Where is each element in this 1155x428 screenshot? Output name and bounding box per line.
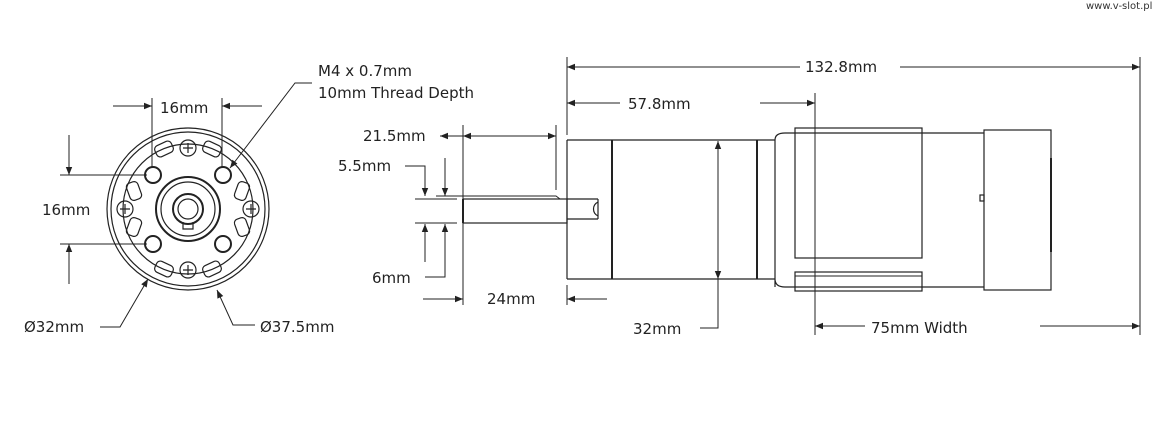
hole-spacing-horizontal-label: 16mm <box>160 99 208 117</box>
pilot-diameter-label: Ø32mm <box>24 318 84 336</box>
vent-slots <box>125 140 251 278</box>
screw-icon <box>242 200 260 218</box>
mounting-hole <box>214 166 232 184</box>
motor-body <box>774 132 984 288</box>
hole-spacing-vertical-label: 16mm <box>42 201 90 219</box>
outer-diameter-label: Ø37.5mm <box>260 318 334 336</box>
pilot-circle <box>110 131 266 287</box>
screws <box>116 139 260 279</box>
front-view: 16mm 16mm M4 x 0.7mm 10mm Thread Depth Ø… <box>24 62 474 336</box>
gearbox-diameter-label: 32mm <box>633 320 681 338</box>
thread-spec-line2: 10mm Thread Depth <box>318 84 474 102</box>
screw-icon <box>116 200 134 218</box>
shaft-inner <box>177 198 199 220</box>
shaft-flat-length-label: 21.5mm <box>363 127 426 145</box>
shaft-diameter-label: 6mm <box>372 269 411 287</box>
gearbox-body <box>566 139 775 280</box>
shaft-flat-depth-label: 5.5mm <box>338 157 391 175</box>
output-shaft <box>462 198 568 224</box>
motor-end-cap <box>983 129 1052 291</box>
shaft-flat <box>436 195 561 200</box>
motor-width-label: 75mm Width <box>871 319 968 337</box>
motor-strip <box>794 271 923 292</box>
mounting-hole <box>144 235 162 253</box>
shaft-outer <box>172 193 204 225</box>
watermark: www.v-slot.pl <box>1086 1 1152 12</box>
thread-spec-line1: M4 x 0.7mm <box>318 62 412 80</box>
hub-outer <box>155 176 221 242</box>
screw-icon <box>179 139 197 157</box>
side-view: 132.8mm 57.8mm 21.5mm 5.5mm 6mm 24mm 32m… <box>338 57 1141 338</box>
outer-circle <box>106 127 270 291</box>
shaft-stub <box>567 198 599 220</box>
motor-box <box>794 127 923 259</box>
mounting-hole <box>144 166 162 184</box>
gearbox-length-label: 57.8mm <box>628 95 691 113</box>
mounting-holes <box>144 166 232 253</box>
screw-icon <box>179 261 197 279</box>
shaft-length-label: 24mm <box>487 290 535 308</box>
overall-length-label: 132.8mm <box>805 58 877 76</box>
hub-inner <box>160 181 216 237</box>
mounting-hole <box>214 235 232 253</box>
shaft-key <box>182 222 194 230</box>
